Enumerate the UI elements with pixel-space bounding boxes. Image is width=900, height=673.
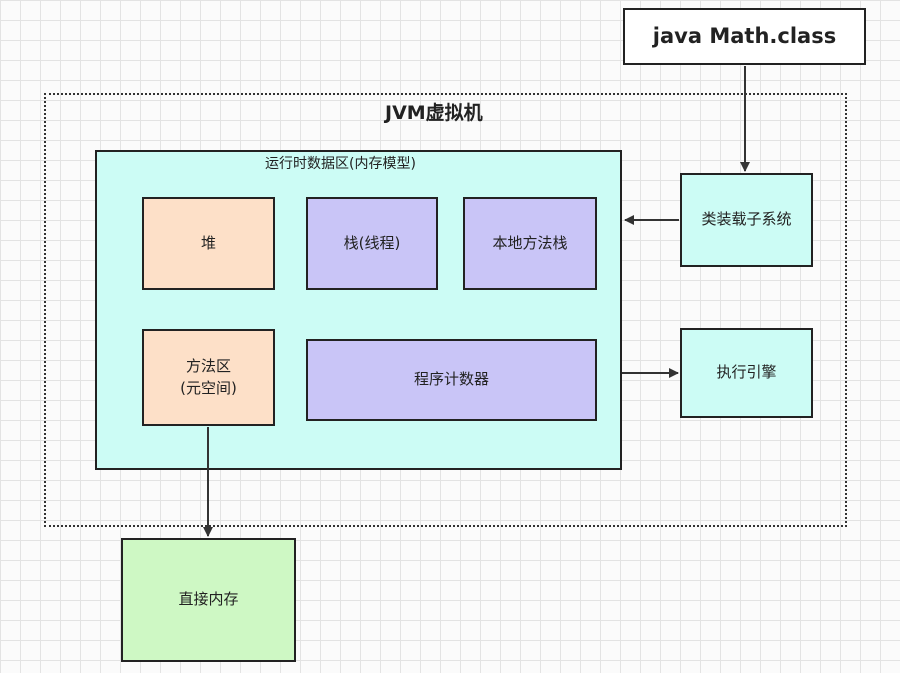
heap-label: 堆 <box>200 233 216 252</box>
native-method-stack-box: 本地方法栈 <box>463 197 597 290</box>
runtime-data-area-title: 运行时数据区(内存模型) <box>265 156 416 172</box>
jvm-container <box>44 93 847 527</box>
heap-box: 堆 <box>142 197 275 290</box>
class-file-label: java Math.class <box>652 24 837 49</box>
method-area-label: 方法区 (元空间) <box>180 356 237 397</box>
jvm-title: JVM虚拟机 <box>385 102 483 124</box>
stack-box: 栈(线程) <box>306 197 438 290</box>
class-loader-subsystem-label: 类装载子系统 <box>701 210 792 229</box>
program-counter-label: 程序计数器 <box>413 370 489 389</box>
execution-engine-label: 执行引擎 <box>716 363 777 382</box>
method-area-box: 方法区 (元空间) <box>142 329 275 426</box>
program-counter-box: 程序计数器 <box>306 339 597 421</box>
native-method-stack-label: 本地方法栈 <box>492 233 568 252</box>
direct-memory-box: 直接内存 <box>121 538 296 662</box>
class-loader-subsystem-box: 类装载子系统 <box>680 173 813 267</box>
execution-engine-box: 执行引擎 <box>680 328 813 418</box>
direct-memory-label: 直接内存 <box>178 590 239 609</box>
class-file-box: java Math.class <box>623 8 866 65</box>
stack-label: 栈(线程) <box>343 233 401 252</box>
